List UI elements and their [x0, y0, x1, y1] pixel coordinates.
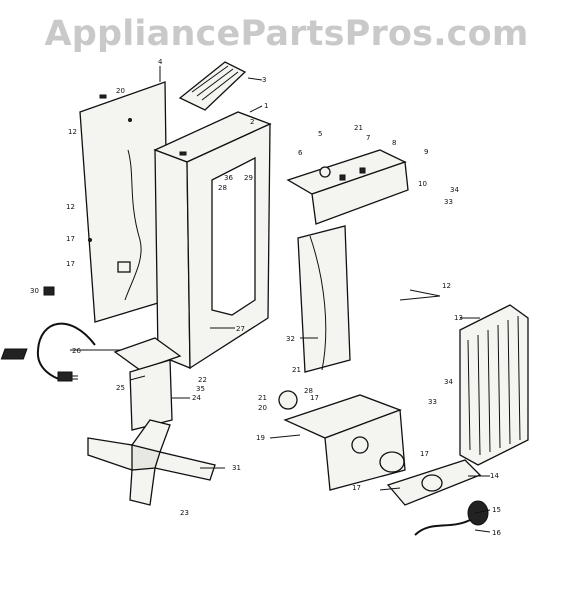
power-cord [36, 322, 96, 382]
heat-reflector [297, 225, 351, 373]
callout-labels: 1 2 3 4 5 6 7 8 9 10 12 12 12 13 14 15 1… [30, 58, 501, 537]
label-32: 32 [286, 335, 295, 343]
top-grille [178, 61, 247, 111]
front-shell [153, 111, 272, 370]
label-20b: 20 [116, 87, 125, 95]
label-21b: 21 [292, 366, 301, 374]
label-9: 9 [424, 148, 428, 156]
label-14: 14 [490, 472, 499, 480]
base-column [0, 337, 182, 431]
label-13: 13 [454, 314, 463, 322]
label-7: 7 [366, 134, 370, 142]
label-15: 15 [492, 506, 501, 514]
label-12b: 12 [66, 203, 75, 211]
watermark-text: AppliancePartsPros.com [44, 14, 529, 54]
label-30: 30 [30, 287, 39, 295]
label-5: 5 [318, 130, 322, 138]
lower-bracket [278, 390, 406, 491]
label-25: 25 [116, 384, 125, 392]
label-21c: 21 [258, 394, 267, 402]
label-28a: 28 [218, 184, 227, 192]
label-34a: 34 [450, 186, 459, 194]
label-26: 26 [72, 347, 81, 355]
label-28b: 28 [304, 387, 313, 395]
label-16: 16 [492, 529, 501, 537]
label-33a: 33 [444, 198, 453, 206]
label-34b: 34 [444, 378, 453, 386]
label-19: 19 [256, 434, 265, 442]
heating-element [459, 304, 529, 466]
label-31: 31 [232, 464, 241, 472]
label-22: 22 [198, 376, 207, 384]
label-17a: 17 [66, 235, 75, 243]
label-24: 24 [192, 394, 201, 402]
label-3: 3 [262, 76, 266, 84]
rear-panel [79, 81, 169, 323]
label-29: 29 [244, 174, 253, 182]
label-12c: 12 [442, 282, 451, 290]
fan-plate [379, 451, 489, 536]
label-36: 36 [224, 174, 233, 182]
label-17b: 17 [66, 260, 75, 268]
cross-base [87, 419, 216, 506]
label-17e: 17 [352, 484, 361, 492]
label-33b: 33 [428, 398, 437, 406]
label-27: 27 [236, 325, 245, 333]
label-4: 4 [158, 58, 163, 66]
label-6: 6 [298, 149, 303, 157]
label-17d: 17 [420, 450, 429, 458]
label-8: 8 [392, 139, 396, 147]
label-12a: 12 [68, 128, 77, 136]
label-35: 35 [196, 385, 205, 393]
label-1: 1 [264, 102, 268, 110]
label-20: 20 [258, 404, 267, 412]
label-2: 2 [250, 118, 254, 126]
label-23: 23 [180, 509, 189, 517]
leader-lines [70, 66, 491, 533]
control-bracket [286, 149, 409, 225]
cord-clip [43, 286, 55, 296]
label-10: 10 [418, 180, 427, 188]
label-21a: 21 [354, 124, 363, 132]
label-17c: 17 [310, 394, 319, 402]
